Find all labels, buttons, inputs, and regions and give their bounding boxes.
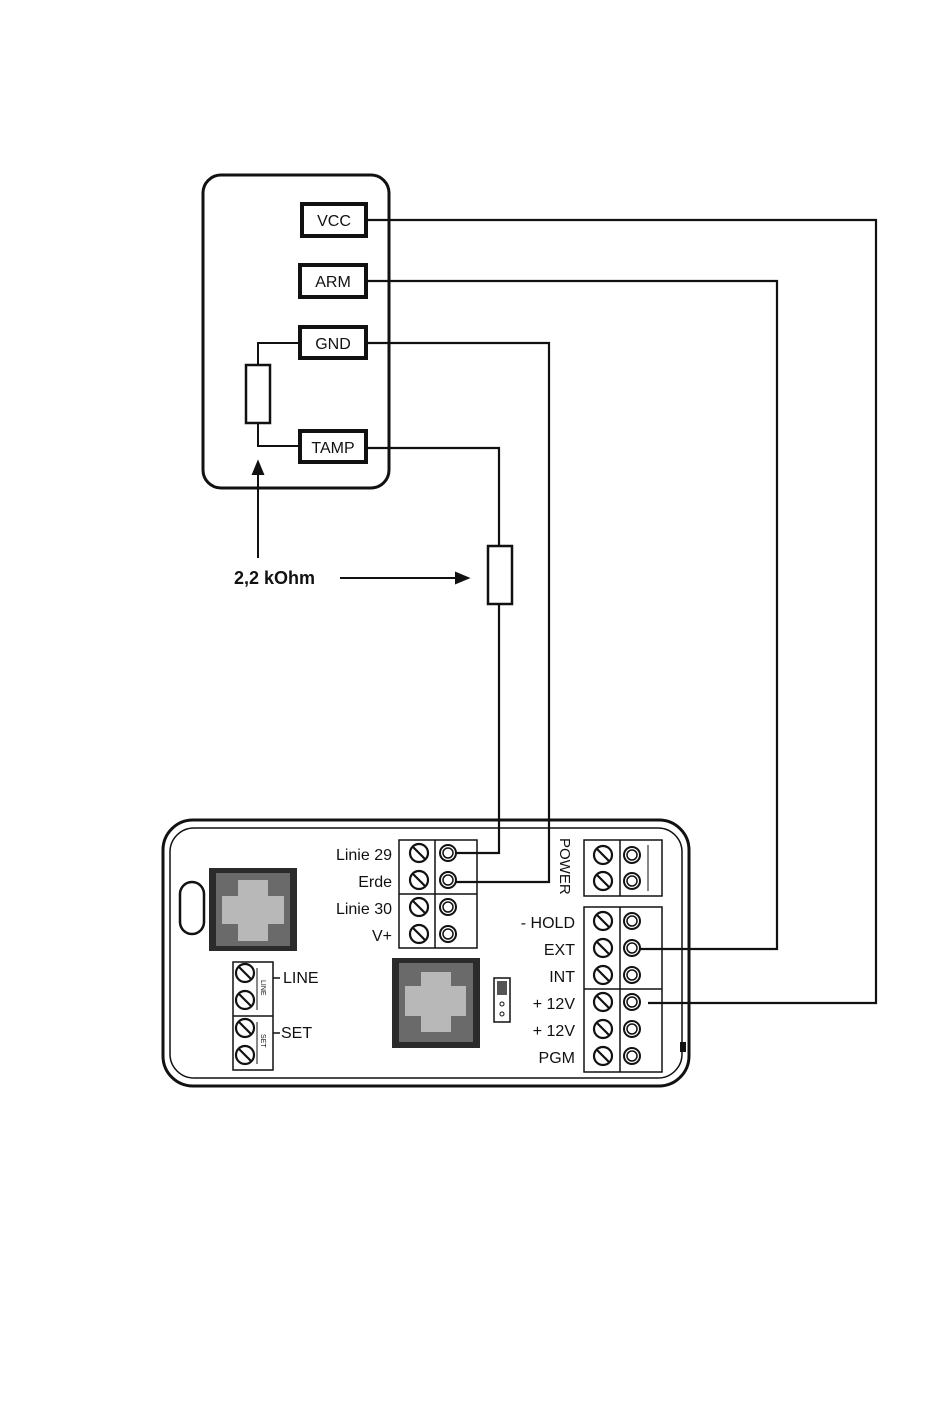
jumper	[494, 978, 510, 1022]
terminal-block-right	[584, 907, 662, 1072]
label-line: LINE	[283, 970, 319, 987]
sensor-terminal-tamp: TAMP	[300, 431, 366, 462]
label-erde: Erde	[358, 874, 392, 891]
label-set-tiny: SET	[259, 1034, 266, 1048]
label-line-tiny: LINE	[259, 980, 266, 996]
sensor-terminal-vcc-label: VCC	[317, 213, 351, 230]
label-pgm: PGM	[539, 1050, 575, 1067]
wire-gnd	[366, 343, 549, 882]
mounting-hole	[180, 882, 204, 934]
label-12v-1: + 12V	[533, 996, 576, 1013]
label-linie-30: Linie 30	[336, 901, 392, 918]
sensor-terminal-tamp-label: TAMP	[311, 440, 354, 457]
sensor-terminal-vcc: VCC	[302, 204, 366, 236]
terminal-block-power-screws	[594, 846, 640, 890]
terminal-block-line-set-screws	[236, 964, 254, 1064]
housing-notch	[680, 1042, 686, 1052]
label-v-plus: V+	[372, 928, 392, 945]
label-power: POWER	[556, 838, 573, 895]
phone-jack-center	[392, 958, 480, 1048]
label-set: SET	[281, 1025, 312, 1042]
label-int: INT	[549, 969, 575, 986]
label-linie-29: Linie 29	[336, 847, 392, 864]
label-12v-2: + 12V	[533, 1023, 576, 1040]
wire-tamp	[366, 448, 499, 546]
label-ext: EXT	[544, 942, 575, 959]
sensor-terminal-gnd: GND	[300, 327, 366, 358]
external-resistor	[488, 546, 512, 604]
resistor-arrows	[253, 462, 468, 583]
internal-resistor	[246, 343, 300, 446]
sensor-terminal-arm-label: ARM	[315, 274, 351, 291]
sensor-terminal-arm: ARM	[300, 265, 366, 297]
phone-jack-left	[209, 868, 297, 951]
sensor-terminal-gnd-label: GND	[315, 336, 351, 353]
wire-tamp-lower	[455, 604, 499, 853]
resistor-value-label: 2,2 kOhm	[234, 568, 315, 588]
label-hold: - HOLD	[521, 915, 575, 932]
